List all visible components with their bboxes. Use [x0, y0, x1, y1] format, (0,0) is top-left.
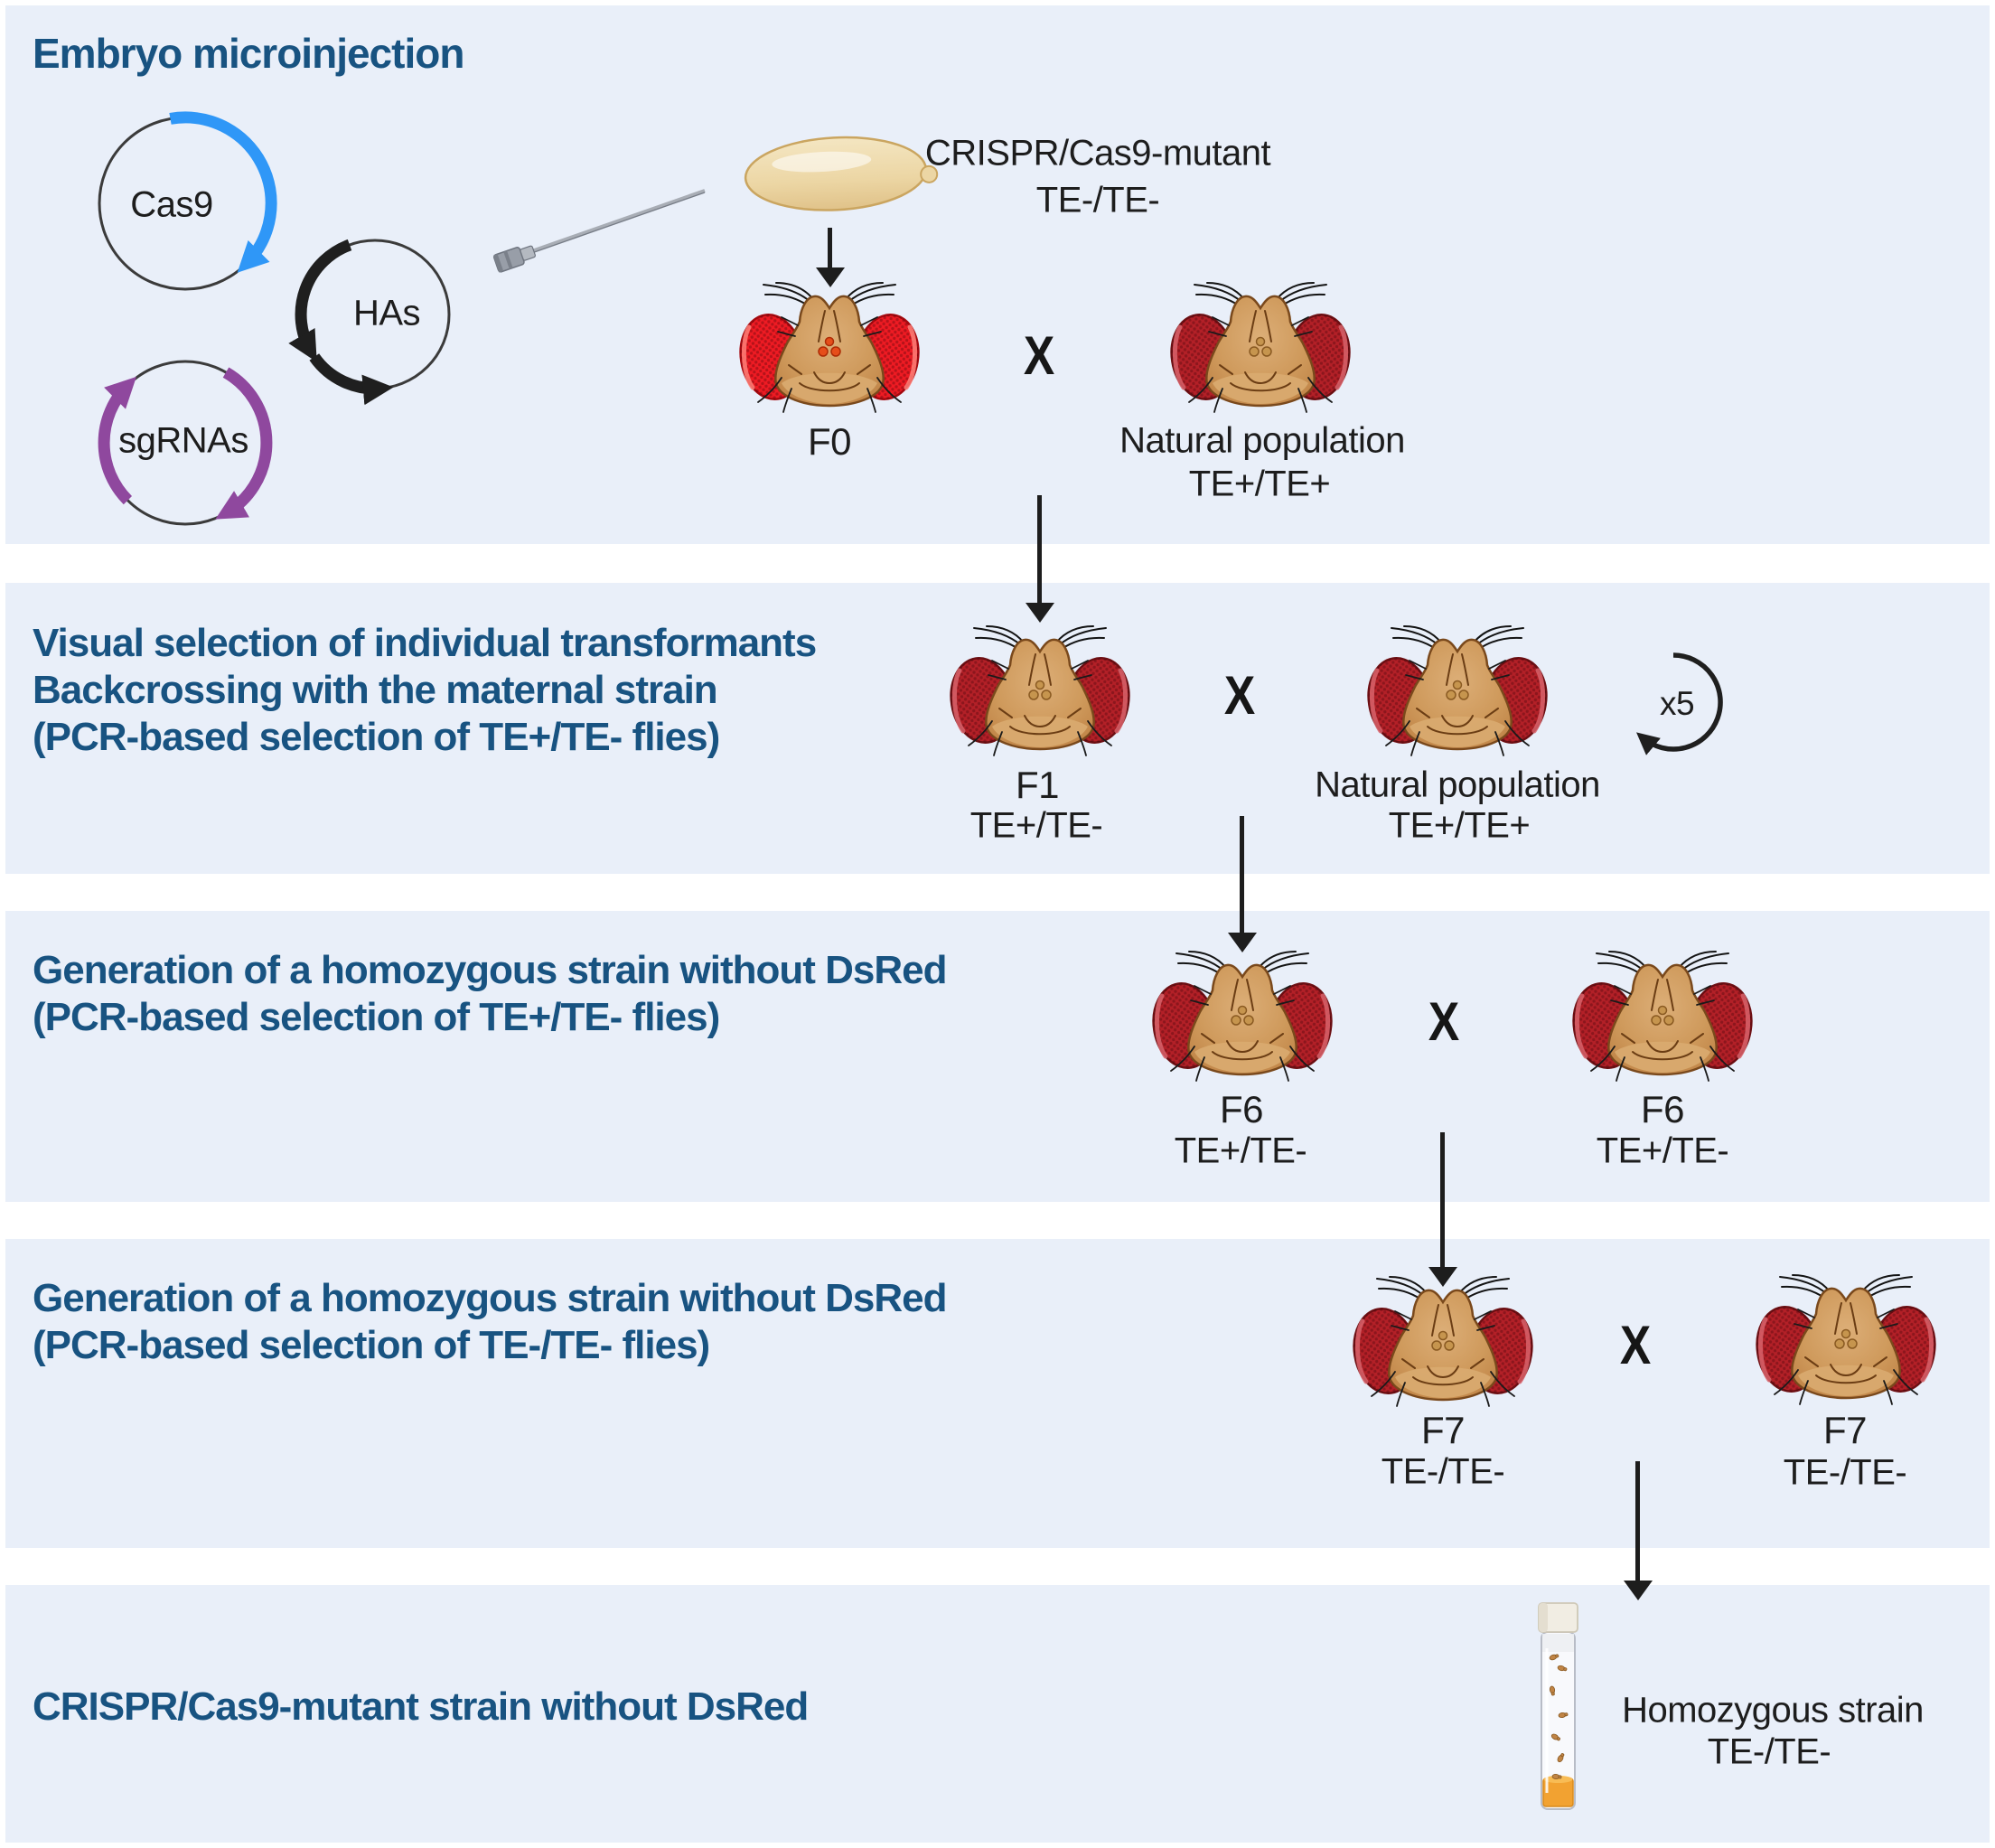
arrow-panel3-to-panel4: [1440, 1132, 1445, 1268]
embryo-icon: [744, 136, 939, 211]
panel-embryo-microinjection: [5, 5, 1990, 544]
panel5-title: CRISPR/Cas9-mutant strain without DsRed: [33, 1684, 809, 1729]
homozygous-strain-genotype: TE-/TE-: [1707, 1731, 1831, 1772]
natural-population-genotype-panel2: TE+/TE+: [1388, 805, 1531, 846]
panel2-title-line1: Visual selection of individual transform…: [33, 621, 817, 665]
f6-right-genotype: TE+/TE-: [1596, 1130, 1729, 1171]
injection-label-line1: CRISPR/Cas9-mutant: [924, 133, 1271, 174]
panel3-title-line2: (PCR-based selection of TE+/TE- flies): [33, 995, 720, 1039]
arrow-panel1-to-panel2: [1037, 495, 1042, 604]
panel-final-strain: [5, 1585, 1990, 1843]
arrow-panel4-to-panel5: [1635, 1461, 1640, 1581]
repeat-x5-label: x5: [1659, 685, 1695, 722]
cas9-plasmid-label: Cas9: [130, 184, 213, 225]
plasmids-icon: [98, 111, 451, 526]
f1-label: F1: [1015, 764, 1060, 806]
f7-right-genotype: TE-/TE-: [1783, 1452, 1907, 1493]
f6-left-genotype: TE+/TE-: [1174, 1130, 1307, 1171]
f7-left-label: F7: [1420, 1409, 1466, 1451]
f7-left-fly-icon: [1348, 1276, 1538, 1412]
cross-symbol-panel1: X: [1023, 324, 1055, 387]
f6-right-label: F6: [1640, 1088, 1685, 1130]
cross-symbol-panel2: X: [1223, 663, 1256, 727]
vial-icon: [1538, 1602, 1578, 1810]
f0-fly-icon: [735, 282, 924, 417]
has-plasmid-label: HAs: [352, 293, 421, 333]
natural-population-fly-icon-panel1: [1166, 282, 1355, 417]
natural-population-genotype-panel1: TE+/TE+: [1188, 464, 1331, 504]
panel-homozygous-te-minus: [5, 1239, 1990, 1548]
arrow-embryo-to-f0: [828, 228, 832, 268]
panel3-title-line1: Generation of a homozygous strain withou…: [33, 948, 948, 992]
f1-fly-icon: [945, 625, 1135, 761]
f7-left-genotype: TE-/TE-: [1381, 1451, 1505, 1492]
f6-right-fly-icon: [1568, 951, 1757, 1086]
f0-label: F0: [807, 420, 852, 463]
arrow-panel2-to-panel3: [1240, 816, 1244, 933]
sgrnas-plasmid-label: sgRNAs: [118, 420, 248, 461]
f7-right-fly-icon: [1751, 1274, 1941, 1410]
cross-symbol-panel3: X: [1428, 990, 1460, 1053]
panel2-title-line3: (PCR-based selection of TE+/TE- flies): [33, 715, 720, 759]
injection-label-line2: TE-/TE-: [1035, 180, 1160, 220]
homozygous-strain-label: Homozygous strain: [1622, 1690, 1924, 1731]
f6-left-fly-icon: [1147, 951, 1337, 1086]
cross-symbol-panel4: X: [1619, 1313, 1652, 1376]
f1-genotype: TE+/TE-: [969, 805, 1103, 846]
needle-icon: [492, 189, 706, 273]
panel1-title: Embryo microinjection: [33, 30, 464, 77]
natural-population-label-panel2: Natural population: [1315, 765, 1600, 805]
repeat-x5-loop-icon: [1636, 652, 1723, 755]
panel4-title-line2: (PCR-based selection of TE-/TE- flies): [33, 1323, 710, 1367]
natural-population-label-panel1: Natural population: [1119, 420, 1405, 461]
natural-population-fly-icon-panel2: [1363, 625, 1552, 761]
panel4-title-line1: Generation of a homozygous strain withou…: [33, 1276, 948, 1320]
f7-right-label: F7: [1822, 1409, 1868, 1451]
f6-left-label: F6: [1219, 1088, 1264, 1130]
panel2-title-line2: Backcrossing with the maternal strain: [33, 668, 718, 712]
